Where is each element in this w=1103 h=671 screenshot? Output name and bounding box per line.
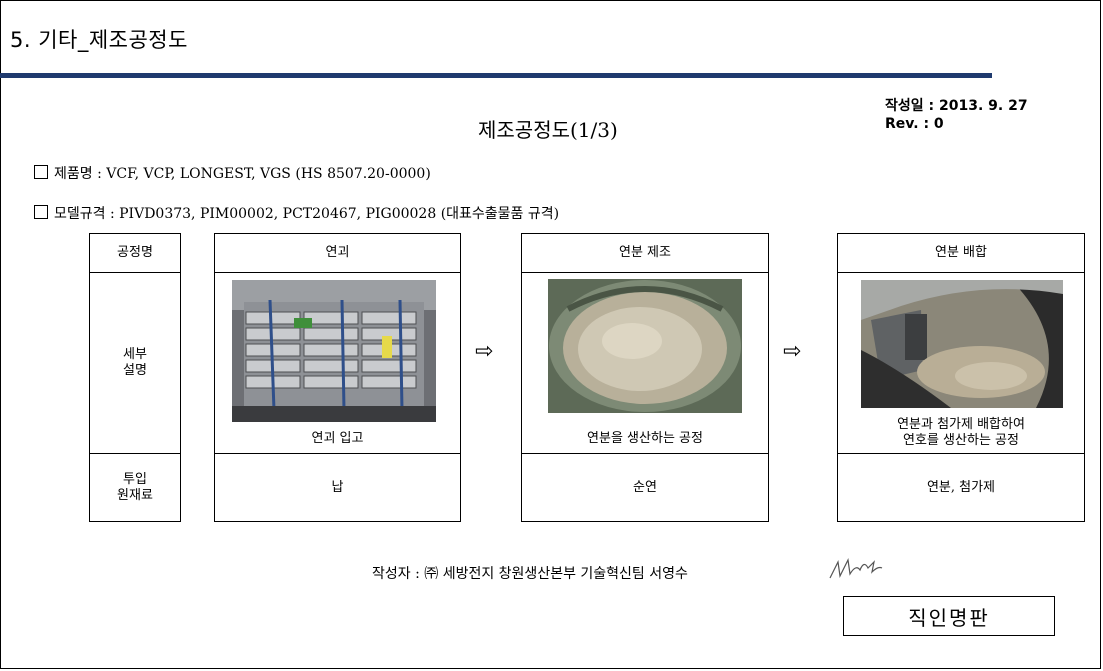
process-step-2: 연분 제조 연분을 생산하는 공정 순연 <box>521 233 769 522</box>
step-name: 연분 배합 <box>935 245 987 260</box>
right-arrow-icon: ⇨ <box>783 339 802 364</box>
lead-powder-bowl-photo <box>548 279 742 413</box>
label-column: 공정명 세부 설명 투입 원재료 <box>89 233 181 522</box>
handwritten-signature <box>828 556 884 586</box>
step-caption: 연분과 첨가제 배합하여 연호를 생산하는 공정 <box>897 417 1025 448</box>
step-material: 연분, 첨가제 <box>926 480 996 495</box>
title-rule <box>0 73 992 78</box>
checkbox-square-icon <box>34 165 48 179</box>
document-meta: 작성일 : 2013. 9. 27 Rev. : 0 <box>885 97 1028 133</box>
section-title: 5. 기타_제조공정도 <box>10 28 188 52</box>
right-arrow-icon: ⇨ <box>475 339 494 364</box>
input-material-label: 투입 원재료 <box>117 472 153 503</box>
revision-line: Rev. : 0 <box>885 116 944 132</box>
checkbox-square-icon <box>34 205 48 219</box>
process-step-3: 연분 배합 연분과 첨가제 배합하여 연호를 생산하는 공정 연분, 첨가제 <box>837 233 1085 522</box>
document-title: 제조공정도(1/3) <box>478 118 618 142</box>
author-line: 작성자 : ㈜ 세방전지 창원생산본부 기술혁신팀 서영수 <box>372 566 688 582</box>
model-line: 모델규격 : PIVD0373, PIM00002, PCT20467, PIG… <box>54 206 560 222</box>
step-name: 연괴 <box>325 245 350 260</box>
lead-ingot-stack-photo <box>232 280 436 422</box>
date-line: 작성일 : 2013. 9. 27 <box>885 98 1028 114</box>
step-caption: 연괴 입고 <box>311 431 364 446</box>
step-caption: 연분을 생산하는 공정 <box>587 431 703 446</box>
process-name-label: 공정명 <box>117 245 153 260</box>
paste-mixer-photo <box>861 280 1063 408</box>
model-info: 모델규격 : PIVD0373, PIM00002, PCT20467, PIG… <box>34 203 559 223</box>
process-step-1: 연괴 연괴 입고 납 <box>214 233 461 522</box>
detail-label: 세부 설명 <box>123 346 147 378</box>
step-name: 연분 제조 <box>619 245 671 260</box>
seal-nameplate-box: 직인명판 <box>843 596 1055 636</box>
step-material: 순연 <box>633 480 657 495</box>
step-material: 납 <box>331 480 344 495</box>
product-info: 제품명 : VCF, VCP, LONGEST, VGS (HS 8507.20… <box>34 163 431 183</box>
product-line: 제품명 : VCF, VCP, LONGEST, VGS (HS 8507.20… <box>54 166 431 182</box>
